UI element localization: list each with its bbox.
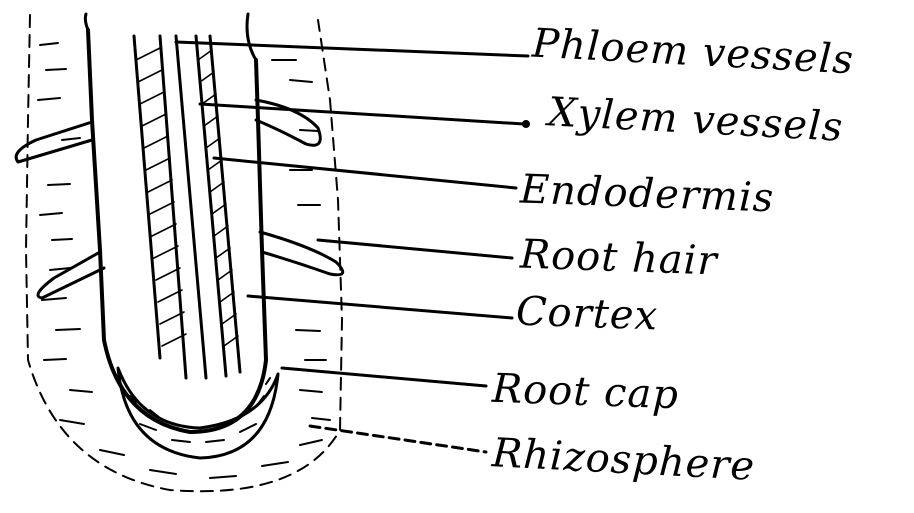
- leader-root-cap: [282, 368, 486, 386]
- root-hair-right-lower: [260, 232, 343, 275]
- leader-cortex: [248, 296, 512, 318]
- label-root-cap: Root cap: [491, 369, 679, 415]
- leader-rhizosphere: [310, 426, 486, 452]
- cortex-left-top: [85, 14, 88, 30]
- label-cortex: Cortex: [515, 292, 658, 337]
- leader-xylem-dot: [522, 120, 530, 128]
- xylem-band-left-edge: [134, 36, 160, 358]
- leader-root-hair: [318, 240, 512, 258]
- cortex-right-top: [247, 14, 256, 60]
- xylem-hatching-left: [136, 48, 186, 346]
- label-endodermis: Endodermis: [519, 170, 775, 219]
- label-root-hair: Root hair: [519, 235, 718, 282]
- leader-xylem: [200, 104, 524, 124]
- rhizosphere-boundary: [26, 15, 342, 491]
- leader-phloem: [176, 42, 528, 56]
- root-hair-left-lower: [38, 252, 104, 298]
